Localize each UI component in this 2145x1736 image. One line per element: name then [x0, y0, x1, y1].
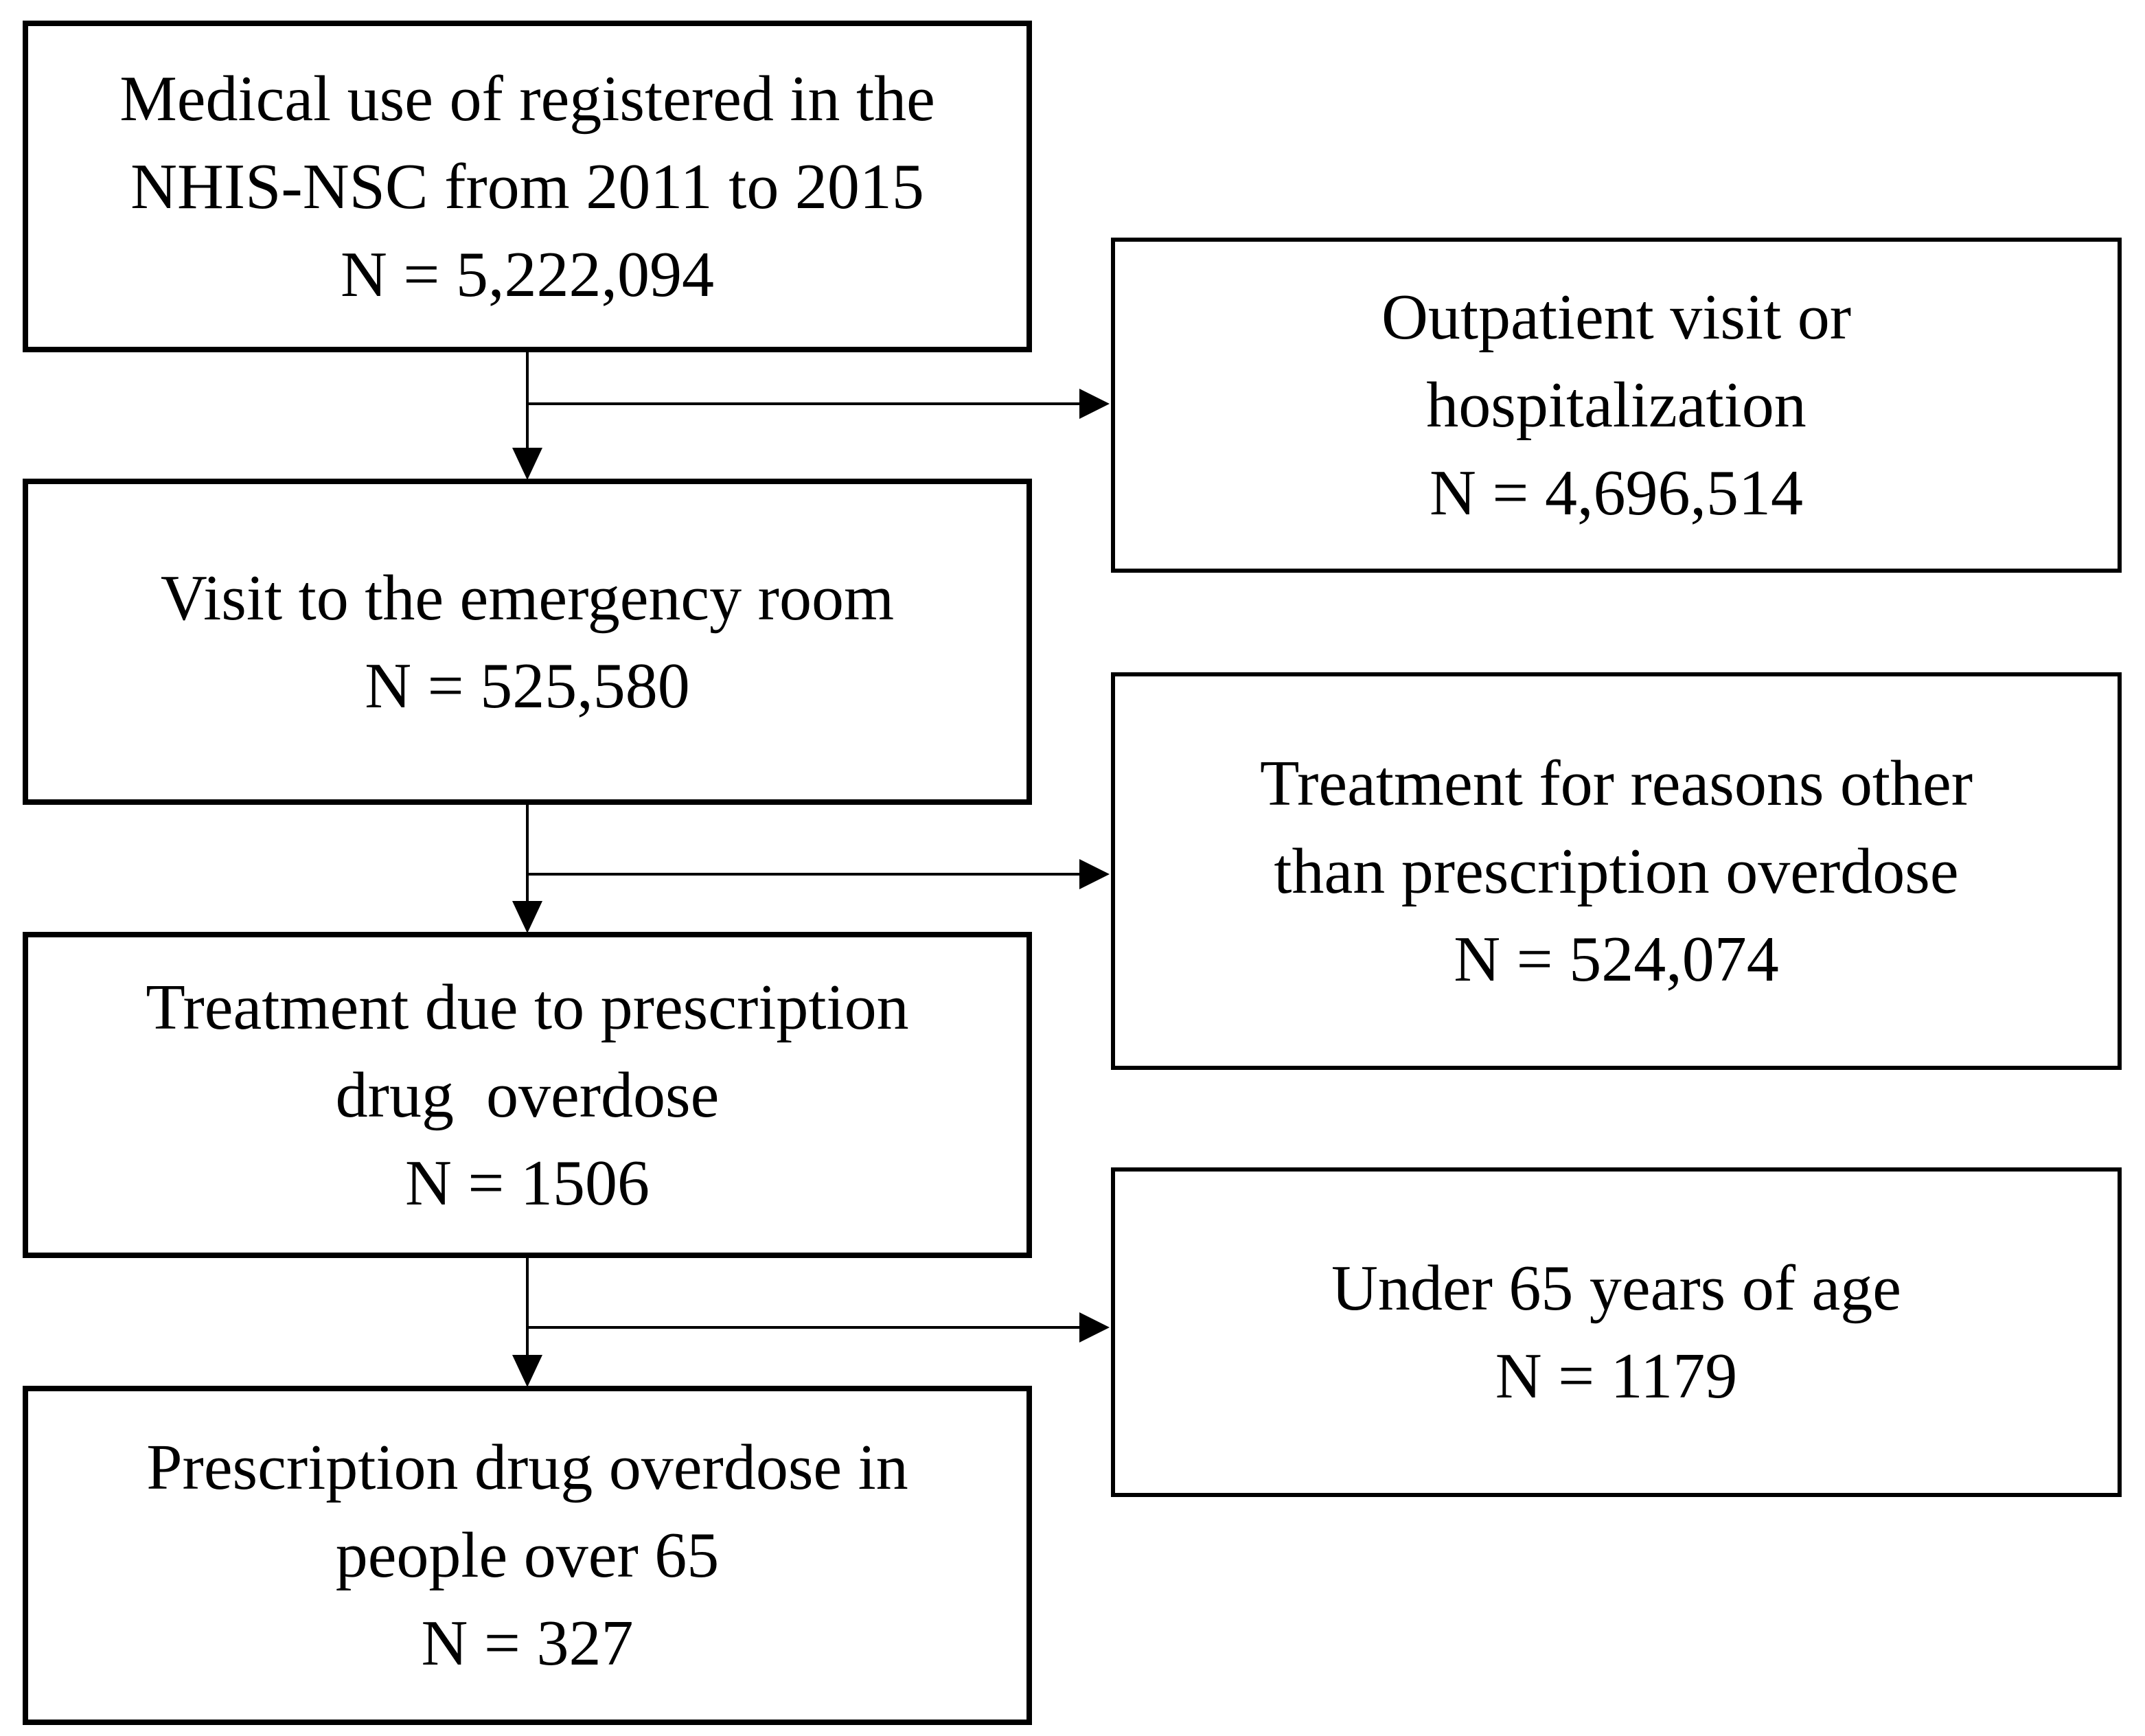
connector-cohort-to-er: [512, 352, 542, 480]
box-n-value: N = 327: [421, 1608, 634, 1679]
box-text-line: Prescription drug overdose in: [146, 1432, 908, 1503]
box-n-value: N = 1179: [1495, 1340, 1738, 1412]
box-text-line: people over 65: [335, 1520, 720, 1591]
connector-overdose-to-under-65-excluded: [527, 1312, 1110, 1343]
arrowhead-right-icon: [1079, 859, 1110, 889]
connector-cohort-to-outpatient-excluded: [527, 389, 1110, 419]
arrowhead-right-icon: [1079, 389, 1110, 419]
connector-overdose-to-over-65: [512, 1258, 542, 1387]
connector-er-to-overdose-treatment: [512, 805, 542, 933]
box-text-line: Treatment due to prescription: [146, 971, 909, 1043]
arrowhead-down-icon: [512, 1355, 542, 1387]
connector-er-to-non-overdose-excluded: [527, 859, 1110, 889]
box-text-line: Treatment for reasons other: [1259, 747, 1973, 819]
arrowhead-right-icon: [1079, 1312, 1110, 1343]
box-outpatient-excluded: Outpatient visit or hospitalization N = …: [1111, 238, 2122, 573]
box-n-value: N = 1506: [405, 1147, 650, 1219]
box-text-line: Under 65 years of age: [1331, 1253, 1901, 1324]
box-n-value: N = 5,222,094: [341, 238, 714, 310]
box-text-line: than prescription overdose: [1274, 835, 1959, 907]
box-cohort: Medical use of registered in the NHIS-NS…: [23, 21, 1032, 352]
box-over-65: Prescription drug overdose in people ove…: [23, 1386, 1032, 1725]
box-under-65-excluded: Under 65 years of age N = 1179: [1111, 1167, 2122, 1497]
box-text-line: NHIS-NSC from 2011 to 2015: [130, 150, 924, 222]
box-non-overdose-excluded: Treatment for reasons other than prescri…: [1111, 672, 2122, 1070]
box-n-value: N = 525,580: [365, 650, 690, 722]
arrowhead-down-icon: [512, 448, 542, 480]
box-er-visit: Visit to the emergency room N = 525,580: [23, 479, 1032, 805]
box-text-line: drug overdose: [335, 1059, 720, 1131]
box-text-line: hospitalization: [1426, 369, 1806, 441]
box-text-line: Visit to the emergency room: [160, 562, 895, 634]
box-n-value: N = 4,696,514: [1430, 457, 1803, 529]
box-text-line: Outpatient visit or: [1381, 282, 1852, 353]
box-text-line: Medical use of registered in the: [119, 62, 935, 135]
box-overdose-treatment: Treatment due to prescription drug overd…: [23, 932, 1032, 1258]
box-n-value: N = 524,074: [1454, 923, 1779, 995]
arrowhead-down-icon: [512, 901, 542, 933]
